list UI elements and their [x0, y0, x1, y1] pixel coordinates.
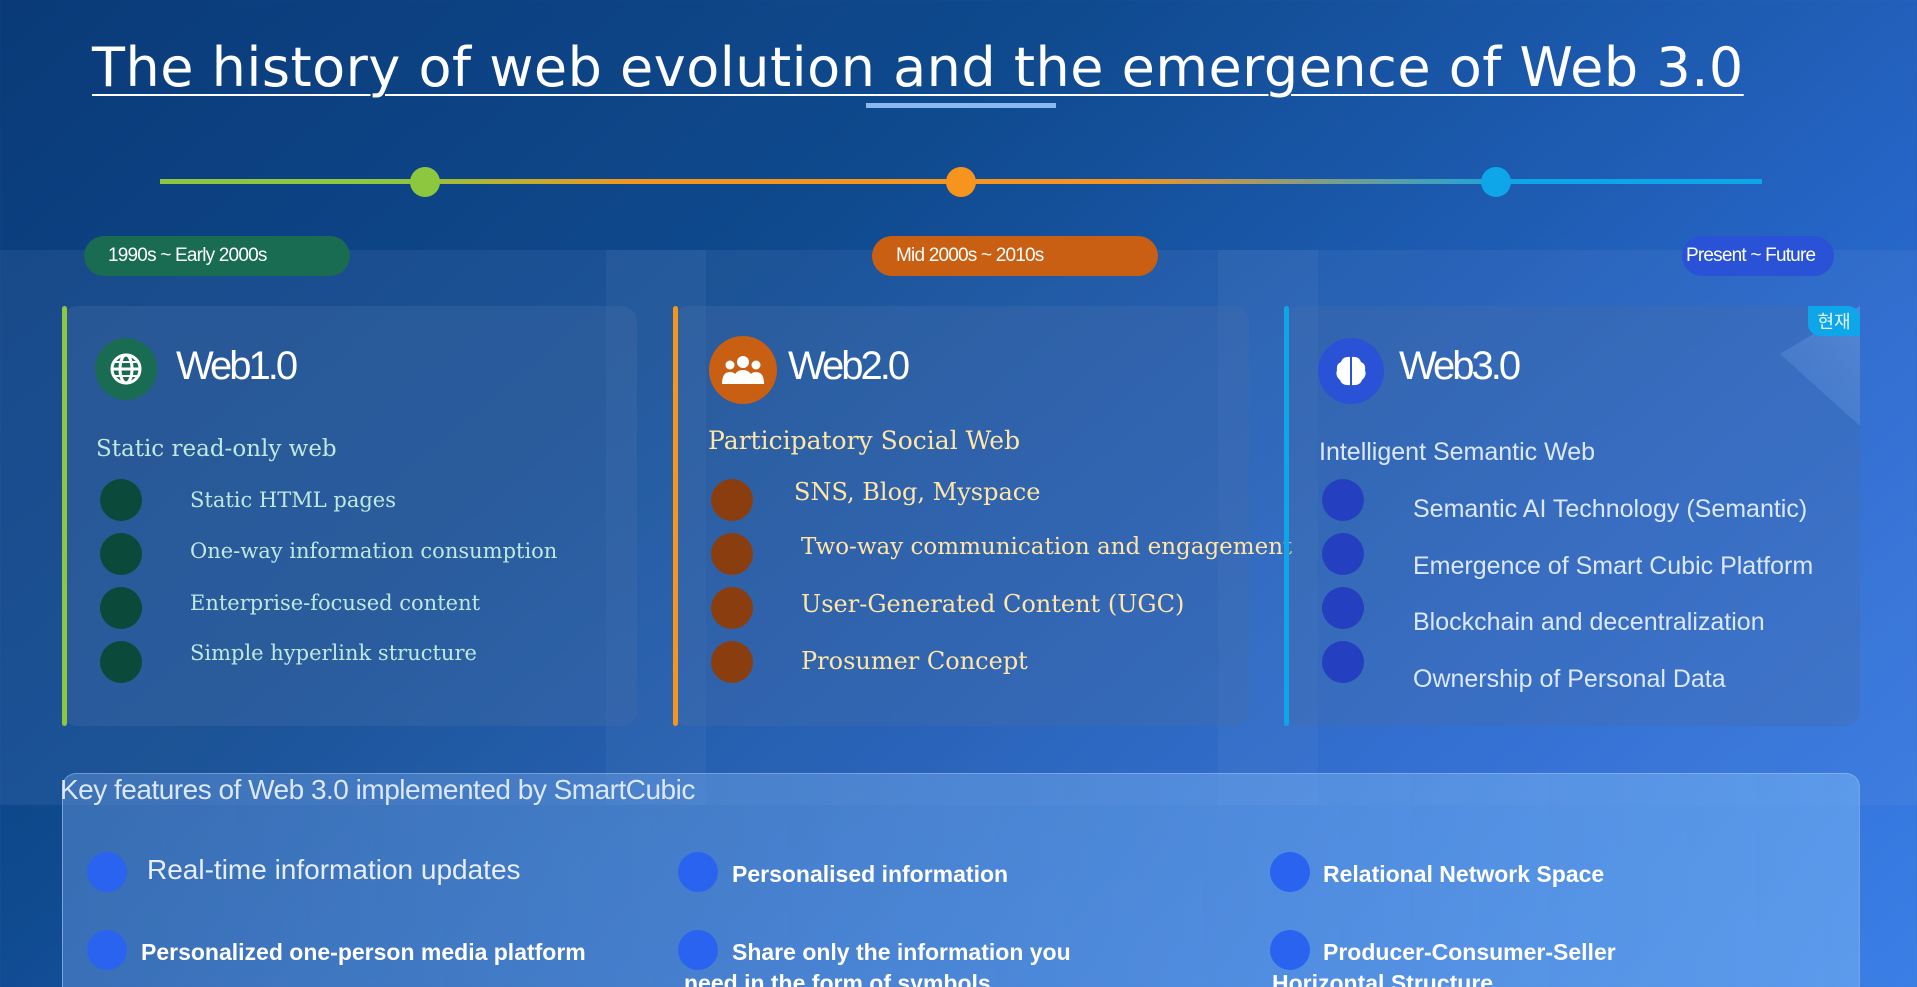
- title-accent-bar: [866, 103, 1056, 108]
- feature-bullet-dot: [678, 852, 718, 892]
- background-band: [0, 250, 1917, 805]
- era-card-web3: Web3.0 Intelligent Semantic Web Semantic…: [1284, 306, 1860, 726]
- bullet-dot: [1322, 587, 1364, 629]
- bullet-dot: [711, 533, 753, 575]
- feature-bullet-dot: [678, 930, 718, 970]
- era-item: User-Generated Content (UGC): [801, 590, 1185, 618]
- timeline-dot-web3: [1481, 167, 1511, 197]
- bullet-dot: [711, 641, 753, 683]
- era-item: Simple hyperlink structure: [190, 641, 477, 665]
- feature-item: Personalized one-person media platform: [141, 939, 586, 965]
- features-title: Key features of Web 3.0 implemented by S…: [60, 774, 695, 805]
- bullet-dot: [1322, 533, 1364, 575]
- bullet-dot: [1322, 641, 1364, 683]
- globe-icon: [95, 338, 157, 400]
- bullet-dot: [711, 479, 753, 521]
- timeline-dot-web1: [410, 167, 440, 197]
- era-item: One-way information consumption: [190, 539, 558, 563]
- feature-item: Real-time information updates: [147, 854, 521, 885]
- brain-icon: [1318, 338, 1384, 404]
- era-title: Web3.0: [1399, 344, 1521, 388]
- feature-item: Relational Network Space: [1323, 861, 1605, 887]
- timeline-dot-web2: [946, 167, 976, 197]
- era-title: Web2.0: [788, 344, 910, 388]
- card-accent-bar: [673, 306, 678, 726]
- era-item: SNS, Blog, Myspace: [794, 478, 1041, 506]
- bullet-dot: [100, 587, 142, 629]
- period-pill-web1: 1990s ~ Early 2000s: [84, 236, 350, 276]
- features-panel: [62, 773, 1860, 987]
- feature-bullet-dot: [1270, 852, 1310, 892]
- current-badge: 현재: [1808, 306, 1860, 336]
- era-subtitle: Intelligent Semantic Web: [1319, 438, 1596, 466]
- feature-item: Producer-Consumer-Seller: [1323, 939, 1616, 965]
- feature-bullet-dot: [87, 930, 127, 970]
- page-title: The history of web evolution and the eme…: [92, 36, 1744, 99]
- bullet-dot: [100, 641, 142, 683]
- feature-bullet-dot: [87, 852, 127, 892]
- feature-item: Personalised information: [732, 861, 1009, 887]
- era-item: Semantic AI Technology (Semantic): [1413, 495, 1808, 523]
- era-subtitle: Participatory Social Web: [708, 426, 1021, 455]
- era-item: Static HTML pages: [190, 488, 396, 512]
- era-item: Ownership of Personal Data: [1413, 665, 1726, 693]
- era-card-web2: Web2.0 Participatory Social Web SNS, Blo…: [673, 306, 1292, 726]
- era-item: Emergence of Smart Cubic Platform: [1413, 552, 1814, 580]
- bullet-dot: [100, 479, 142, 521]
- bullet-dot: [711, 587, 753, 629]
- card-accent-bar: [62, 306, 67, 726]
- feature-item-continued: need in the form of symbols: [684, 970, 991, 987]
- card-accent-bar: [1284, 306, 1289, 726]
- period-pill-web2: Mid 2000s ~ 2010s: [872, 236, 1158, 276]
- background-column: [1218, 250, 1318, 805]
- era-subtitle: Static read-only web: [96, 436, 337, 462]
- bullet-dot: [100, 533, 142, 575]
- era-item: Prosumer Concept: [801, 647, 1028, 675]
- feature-item-continued: Horizontal Structure: [1272, 970, 1494, 987]
- feature-item: Share only the information you: [732, 939, 1071, 965]
- era-item: Two-way communication and engagement: [801, 534, 1293, 560]
- era-item: Blockchain and decentralization: [1413, 608, 1765, 636]
- feature-bullet-dot: [1270, 930, 1310, 970]
- era-card-web1: Web1.0 Static read-only web Static HTML …: [62, 306, 637, 726]
- era-title: Web1.0: [176, 344, 298, 388]
- period-pill-web3: Present ~ Future: [1682, 236, 1834, 276]
- users-icon: [709, 336, 777, 404]
- era-item: Enterprise-focused content: [190, 591, 481, 615]
- bullet-dot: [1322, 479, 1364, 521]
- background-column: [606, 250, 706, 805]
